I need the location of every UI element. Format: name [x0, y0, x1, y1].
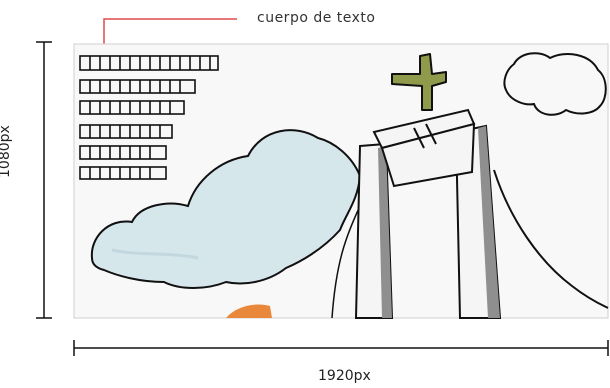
text-body-placeholder: [79, 55, 219, 180]
cloud-right: [503, 52, 607, 116]
hill-curve-left: [331, 205, 361, 319]
ground-patch: [226, 304, 272, 318]
hill-curve: [493, 169, 609, 309]
height-dimension-marker: [36, 41, 52, 319]
width-dimension-label: 1920px: [318, 368, 371, 384]
cloud-left: [90, 129, 362, 289]
cross-icon: [391, 53, 447, 111]
callout-label: cuerpo de texto: [257, 10, 376, 26]
width-dimension-marker: [73, 340, 609, 356]
tower: [354, 108, 502, 319]
